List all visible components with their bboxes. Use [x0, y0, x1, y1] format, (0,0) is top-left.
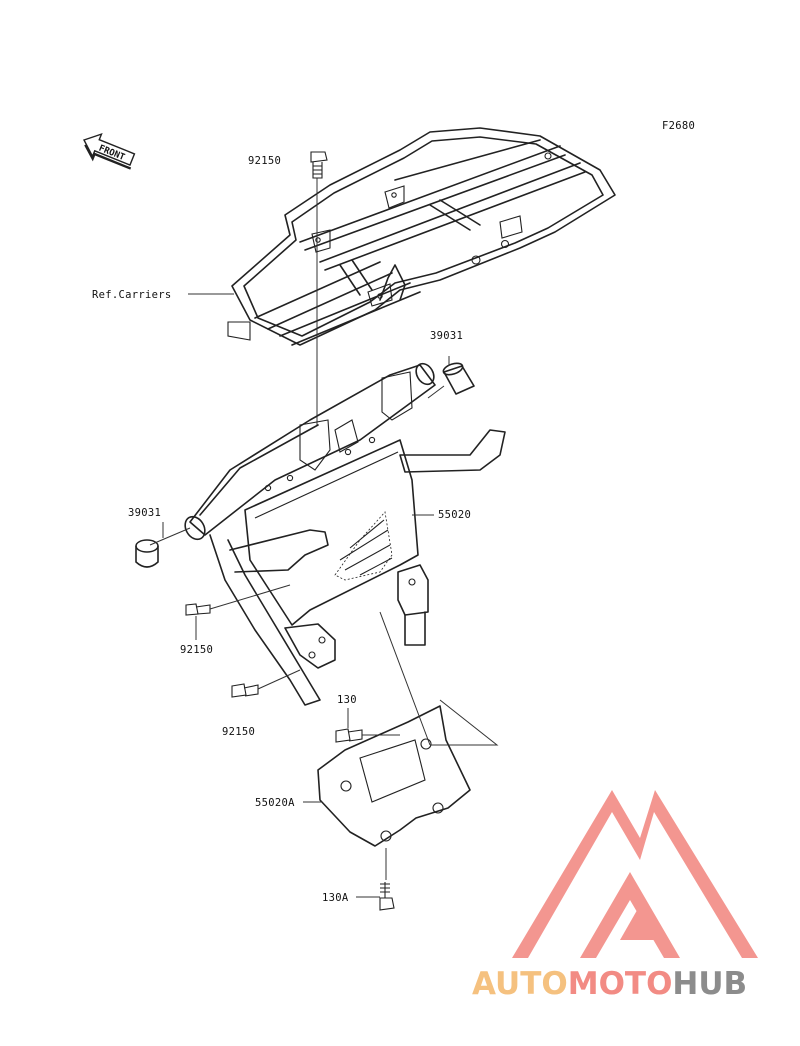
- bolt-92150-top: [310, 151, 328, 425]
- callout-130A: 130A: [322, 892, 349, 904]
- callout-130: 130: [337, 694, 357, 706]
- callout-39031-left: 39031: [128, 507, 161, 519]
- bolt-92150-lower: [231, 669, 301, 698]
- figure-code: F2680: [662, 120, 695, 132]
- watermark-auto: AUTO: [472, 966, 568, 1002]
- callout-92150-mid: 92150: [180, 644, 213, 656]
- cap-39031-left: [135, 522, 191, 568]
- mesh-panel: [334, 511, 393, 581]
- bolt-92150-mid: [185, 584, 291, 640]
- cap-39031-right: [427, 356, 475, 399]
- front-arrow-icon: FRONT: [83, 132, 136, 170]
- watermark-moto: MOTO: [568, 966, 673, 1002]
- callout-55020: 55020: [438, 509, 471, 521]
- carrier-rack: [227, 127, 616, 346]
- automotohub-logo-icon: [512, 790, 758, 958]
- skid-plate-55020A: [303, 611, 499, 847]
- callout-55020A: 55020A: [255, 797, 295, 809]
- callout-92150-top: 92150: [248, 155, 281, 167]
- callout-92150-lower: 92150: [222, 726, 255, 738]
- watermark-text: AUTOMOTOHUB: [472, 966, 747, 1002]
- callout-39031-right: 39031: [430, 330, 463, 342]
- callout-ref-carriers: Ref.Carriers: [92, 289, 171, 301]
- bolt-130A: [356, 848, 395, 911]
- watermark-hub: HUB: [672, 966, 747, 1002]
- rear-frame: [184, 362, 506, 706]
- bolt-130: [335, 708, 400, 743]
